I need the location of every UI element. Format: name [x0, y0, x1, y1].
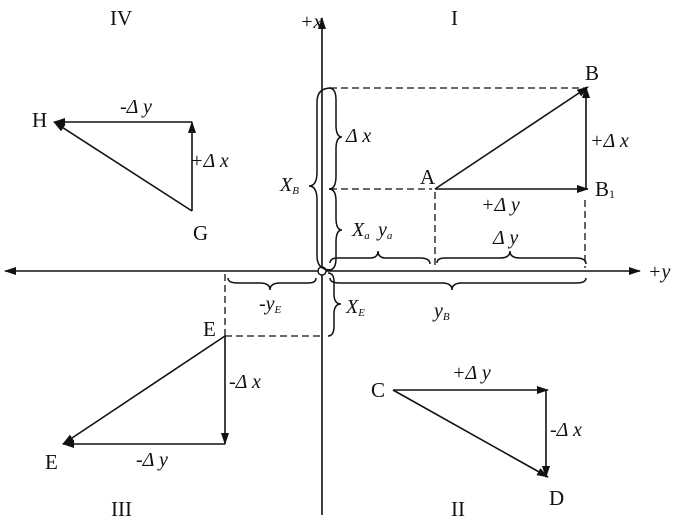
quadrant-label-1: I: [451, 6, 458, 30]
brace-ya: [329, 250, 431, 265]
label-dx-braced: Δ x: [345, 125, 371, 147]
label-dy-braced: Δ y: [492, 227, 518, 249]
vector-c-d: [392, 389, 549, 478]
brace-yb: [329, 277, 587, 291]
brace-xa: [328, 188, 343, 271]
label-pos-dy-q2: +Δ y: [452, 362, 491, 384]
label-neg-dy-q3: -Δ y: [136, 449, 168, 471]
brace-xb: [308, 87, 332, 271]
brace-dy: [436, 250, 587, 265]
brace-dx: [328, 87, 343, 190]
brace-xe: [327, 272, 342, 337]
label-neg-ye: -yE: [259, 293, 282, 316]
vector-a-b: [434, 86, 589, 190]
point-label-b1: B1: [595, 177, 615, 201]
point-label-c: C: [371, 378, 385, 402]
quadrant-label-2: II: [451, 497, 465, 521]
label-neg-dx-q3: -Δ x: [229, 371, 261, 393]
label-neg-dx-q2: -Δ x: [550, 419, 582, 441]
point-label-a: A: [420, 165, 436, 189]
label-pos-dy-q1: +Δ y: [481, 194, 520, 216]
vector-g-h: [53, 121, 193, 212]
label-yb: yB: [432, 300, 450, 323]
point-label-h: H: [32, 108, 47, 132]
label-neg-dy-q4: -Δ y: [120, 96, 152, 118]
y-axis-label: +y: [648, 261, 670, 283]
label-pos-dx-q4: +Δ x: [190, 150, 229, 172]
point-label-d: D: [549, 486, 564, 510]
point-label-e-end: E: [45, 450, 58, 474]
quadrant-label-4: IV: [110, 6, 132, 30]
label-xe: XE: [345, 296, 365, 319]
point-label-g: G: [193, 221, 208, 245]
x-axis-label: +x: [300, 11, 322, 33]
label-xb: XB: [279, 174, 299, 197]
vector-e-e: [62, 335, 226, 445]
label-pos-dx-q1: +Δ x: [590, 130, 629, 152]
quadrant-label-3: III: [111, 497, 132, 521]
point-label-b: B: [585, 61, 599, 85]
brace-neg-ye: [227, 277, 317, 291]
label-xa: Xa: [351, 219, 370, 242]
label-ya: ya: [376, 219, 393, 242]
point-label-e-start: E: [203, 317, 216, 341]
